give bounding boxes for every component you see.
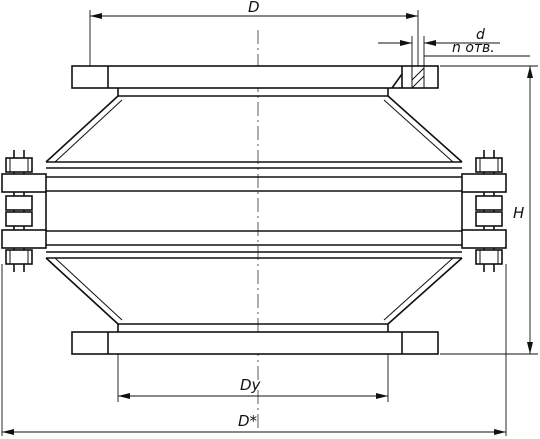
bottom-flange xyxy=(71,331,439,355)
label-Dstar: D* xyxy=(238,412,258,430)
dimension-H xyxy=(440,65,538,355)
left-tie-rod xyxy=(1,150,47,272)
label-Dy: Dy xyxy=(240,376,262,394)
dimension-Dy xyxy=(117,354,389,402)
upper-cone-shell xyxy=(45,88,463,169)
lower-cone-shell xyxy=(45,251,463,332)
dimension-Dstar xyxy=(1,264,507,436)
label-holes: n отв. xyxy=(452,40,495,56)
dimension-d xyxy=(378,36,530,66)
top-flange xyxy=(71,65,439,89)
label-D: D xyxy=(248,0,260,16)
label-d: d xyxy=(476,27,485,43)
middle-shell xyxy=(36,176,470,246)
label-H: H xyxy=(513,204,524,222)
dimension-D xyxy=(89,10,419,66)
right-tie-rod xyxy=(461,150,507,272)
